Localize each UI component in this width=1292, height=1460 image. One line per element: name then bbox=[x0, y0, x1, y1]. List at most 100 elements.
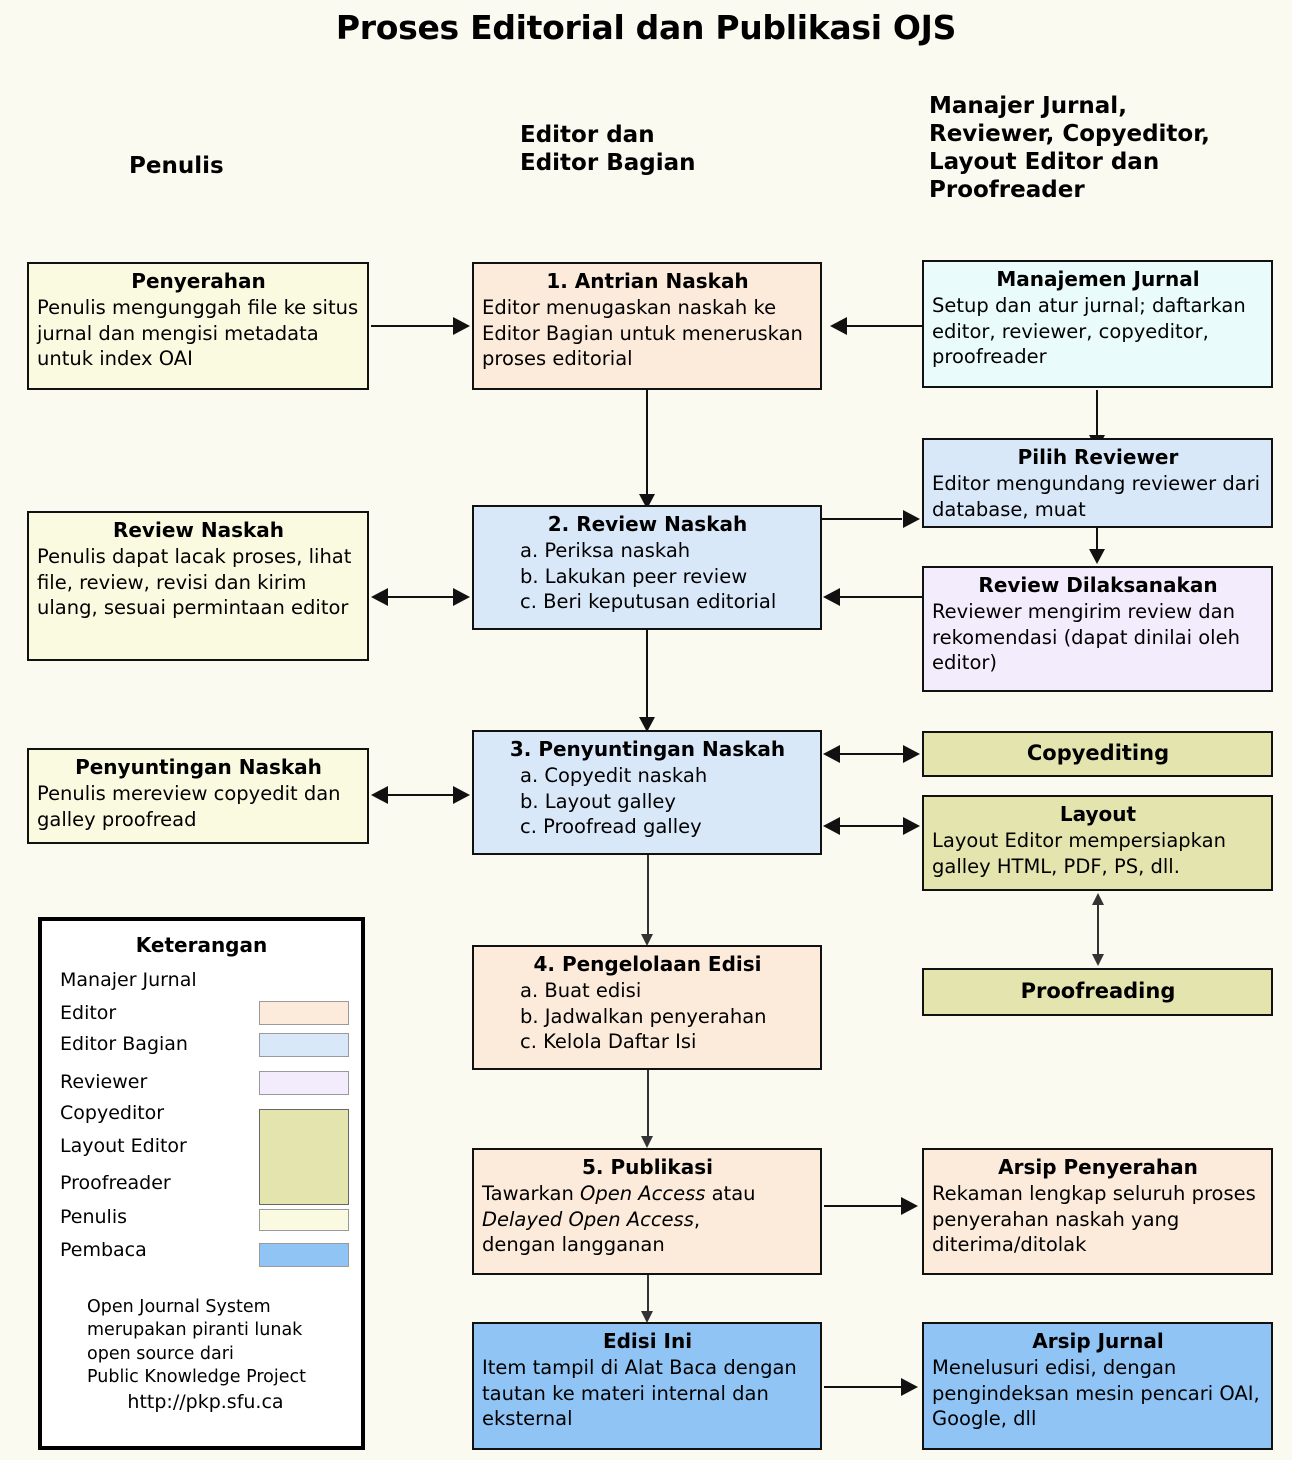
arrowhead-down bbox=[641, 934, 653, 946]
arrow-antrian-to-review bbox=[646, 390, 648, 500]
legend-url[interactable]: http://pkp.sfu.ca bbox=[127, 1391, 284, 1413]
box-manajemen-body: Setup dan atur jurnal; daftarkan editor,… bbox=[932, 293, 1246, 369]
box-arsip-jurnal[interactable]: Arsip Jurnal Menelusuri edisi, dengan pe… bbox=[922, 1322, 1273, 1450]
box-pengelolaan-title: 4. Pengelolaan Edisi bbox=[533, 952, 762, 976]
box-arsip-penyerahan[interactable]: Arsip Penyerahan Rekaman lengkap seluruh… bbox=[922, 1148, 1273, 1275]
arrow-layout-proofreading-bidirectional bbox=[1097, 898, 1099, 960]
box-review-dilaksanakan-title: Review Dilaksanakan bbox=[978, 573, 1218, 597]
box-review-dilaksanakan-body: Reviewer mengirim review dan rekomendasi… bbox=[932, 599, 1240, 675]
arrow-pengelolaan-to-publikasi bbox=[647, 1070, 649, 1142]
arrowhead-down bbox=[641, 1136, 653, 1148]
box-layout[interactable]: Layout Layout Editor mempersiapkan galle… bbox=[922, 795, 1273, 891]
box-layout-body: Layout Editor mempersiapkan galley HTML,… bbox=[932, 828, 1226, 878]
arrowhead-right bbox=[901, 1197, 918, 1215]
box-review-item-a: a. Periksa naskah bbox=[520, 538, 691, 562]
box-publikasi-title: 5. Publikasi bbox=[582, 1155, 713, 1179]
arrowhead-left bbox=[823, 588, 840, 606]
box-penyuntingan-penulis-body: Penulis mereview copyedit dan galley pro… bbox=[37, 781, 341, 831]
box-review-naskah[interactable]: 2. Review Naskah a. Periksa naskah b. La… bbox=[472, 505, 822, 630]
box-antrian-body: Editor menugaskan naskah ke Editor Bagia… bbox=[482, 295, 803, 371]
arrowhead-left bbox=[823, 745, 840, 763]
arrowhead-right bbox=[453, 786, 470, 804]
legend-label-penulis: Penulis bbox=[60, 1206, 128, 1228]
column-header-others: Manajer Jurnal,Reviewer, Copyeditor,Layo… bbox=[929, 93, 1210, 204]
arrowhead-right bbox=[453, 317, 470, 335]
box-edisi-ini[interactable]: Edisi Ini Item tampil di Alat Baca denga… bbox=[472, 1322, 822, 1450]
legend-label-pembaca: Pembaca bbox=[60, 1239, 147, 1261]
column-header-author: Penulis bbox=[129, 153, 224, 179]
box-layout-title: Layout bbox=[1059, 802, 1137, 826]
arrowhead-left bbox=[371, 786, 388, 804]
box-arsip-jurnal-body: Menelusuri edisi, dengan pengindeksan me… bbox=[932, 1355, 1260, 1431]
box-edisi-ini-body: Item tampil di Alat Baca dengan tautan k… bbox=[482, 1355, 797, 1431]
arrow-review-to-penyuntingan bbox=[646, 630, 648, 722]
arrow-publikasi-to-arsip bbox=[824, 1205, 904, 1207]
legend-swatch-editor bbox=[259, 1001, 349, 1025]
box-manajemen-jurnal[interactable]: Manajemen Jurnal Setup dan atur jurnal; … bbox=[922, 260, 1273, 388]
box-arsip-jurnal-title: Arsip Jurnal bbox=[1032, 1329, 1164, 1353]
box-copyediting[interactable]: Copyediting bbox=[922, 731, 1273, 777]
legend-swatch-editor-bagian bbox=[259, 1033, 349, 1057]
box-penyerahan[interactable]: Penyerahan Penulis mengunggah file ke si… bbox=[27, 262, 369, 390]
box-pilih-reviewer-title: Pilih Reviewer bbox=[1017, 445, 1179, 469]
box-pilih-reviewer-body: Editor mengundang reviewer dari database… bbox=[932, 471, 1261, 521]
arrowhead-down bbox=[1092, 954, 1104, 966]
box-review-naskah-penulis[interactable]: Review Naskah Penulis dapat lacak proses… bbox=[27, 511, 369, 661]
arrowhead-down bbox=[639, 717, 655, 732]
box-penyerahan-title: Penyerahan bbox=[131, 269, 266, 293]
legend-label-reviewer: Reviewer bbox=[60, 1071, 148, 1093]
legend-label-copyeditor: Copyeditor bbox=[60, 1102, 165, 1124]
legend-panel: Keterangan Manajer Jurnal Editor Editor … bbox=[38, 917, 365, 1450]
arrow-manajemen-to-pilih-reviewer bbox=[1096, 390, 1098, 442]
legend-label-editor-bagian: Editor Bagian bbox=[60, 1033, 188, 1055]
arrow-review-to-pilih-reviewer bbox=[822, 518, 902, 520]
box-penyuntingan-item-c: c. Proofread galley bbox=[520, 815, 702, 839]
arrowhead-down bbox=[1089, 549, 1105, 564]
arrow-review-dilaksanakan-to-review bbox=[840, 596, 924, 598]
legend-swatch-penulis bbox=[259, 1209, 349, 1231]
box-pengelolaan-item-b: b. Jadwalkan penyerahan bbox=[520, 1004, 767, 1028]
arrow-penyerahan-to-antrian bbox=[371, 325, 455, 327]
arrow-penyuntingan-to-layout bbox=[840, 825, 906, 827]
box-penyuntingan-item-a: a. Copyedit naskah bbox=[520, 763, 708, 787]
legend-label-layout-editor: Layout Editor bbox=[60, 1135, 187, 1157]
arrowhead-right bbox=[901, 1378, 918, 1396]
box-proofreading-title: Proofreading bbox=[1020, 979, 1176, 1004]
legend-label-editor: Editor bbox=[60, 1002, 117, 1024]
box-copyediting-title: Copyediting bbox=[1026, 741, 1170, 766]
box-review-title: 2. Review Naskah bbox=[547, 512, 748, 536]
box-penyuntingan-penulis[interactable]: Penyuntingan Naskah Penulis mereview cop… bbox=[27, 748, 369, 844]
arrowhead-left bbox=[830, 317, 847, 335]
box-penyuntingan-title: 3. Penyuntingan Naskah bbox=[509, 737, 786, 761]
box-pengelolaan-edisi[interactable]: 4. Pengelolaan Edisi a. Buat edisi b. Ja… bbox=[472, 945, 822, 1070]
arrow-manajemen-to-antrian bbox=[847, 325, 923, 327]
box-penyuntingan-item-b: b. Layout galley bbox=[520, 789, 676, 813]
box-manajemen-title: Manajemen Jurnal bbox=[996, 267, 1200, 291]
arrowhead-right bbox=[903, 745, 920, 763]
arrowhead-down bbox=[641, 1311, 653, 1323]
page-title: Proses Editorial dan Publikasi OJS bbox=[335, 8, 957, 47]
box-antrian-title: 1. Antrian Naskah bbox=[546, 269, 749, 293]
arrowhead-right bbox=[903, 817, 920, 835]
box-arsip-penyerahan-body: Rekaman lengkap seluruh proses penyeraha… bbox=[932, 1181, 1256, 1257]
box-proofreading[interactable]: Proofreading bbox=[922, 968, 1273, 1016]
box-review-item-b: b. Lakukan peer review bbox=[520, 564, 748, 588]
box-pilih-reviewer[interactable]: Pilih Reviewer Editor mengundang reviewe… bbox=[922, 438, 1273, 528]
arrowhead-left bbox=[823, 817, 840, 835]
arrow-penyuntingan-to-pengelolaan bbox=[647, 855, 649, 940]
arrowhead-right bbox=[453, 588, 470, 606]
legend-swatch-pembaca bbox=[259, 1243, 349, 1267]
arrowhead-right bbox=[903, 510, 920, 528]
arrowhead-up bbox=[1092, 893, 1104, 905]
box-penyuntingan-naskah[interactable]: 3. Penyuntingan Naskah a. Copyedit naska… bbox=[472, 730, 822, 855]
box-antrian-naskah[interactable]: 1. Antrian Naskah Editor menugaskan nask… bbox=[472, 262, 822, 390]
box-review-dilaksanakan[interactable]: Review Dilaksanakan Reviewer mengirim re… bbox=[922, 566, 1273, 692]
arrow-pilih-to-dilaksanakan bbox=[1096, 528, 1098, 554]
box-pengelolaan-item-a: a. Buat edisi bbox=[520, 978, 642, 1002]
arrow-penulis-review-bidirectional bbox=[388, 596, 454, 598]
box-penyerahan-body: Penulis mengunggah file ke situs jurnal … bbox=[37, 295, 359, 371]
legend-label-proofreader: Proofreader bbox=[60, 1172, 171, 1194]
